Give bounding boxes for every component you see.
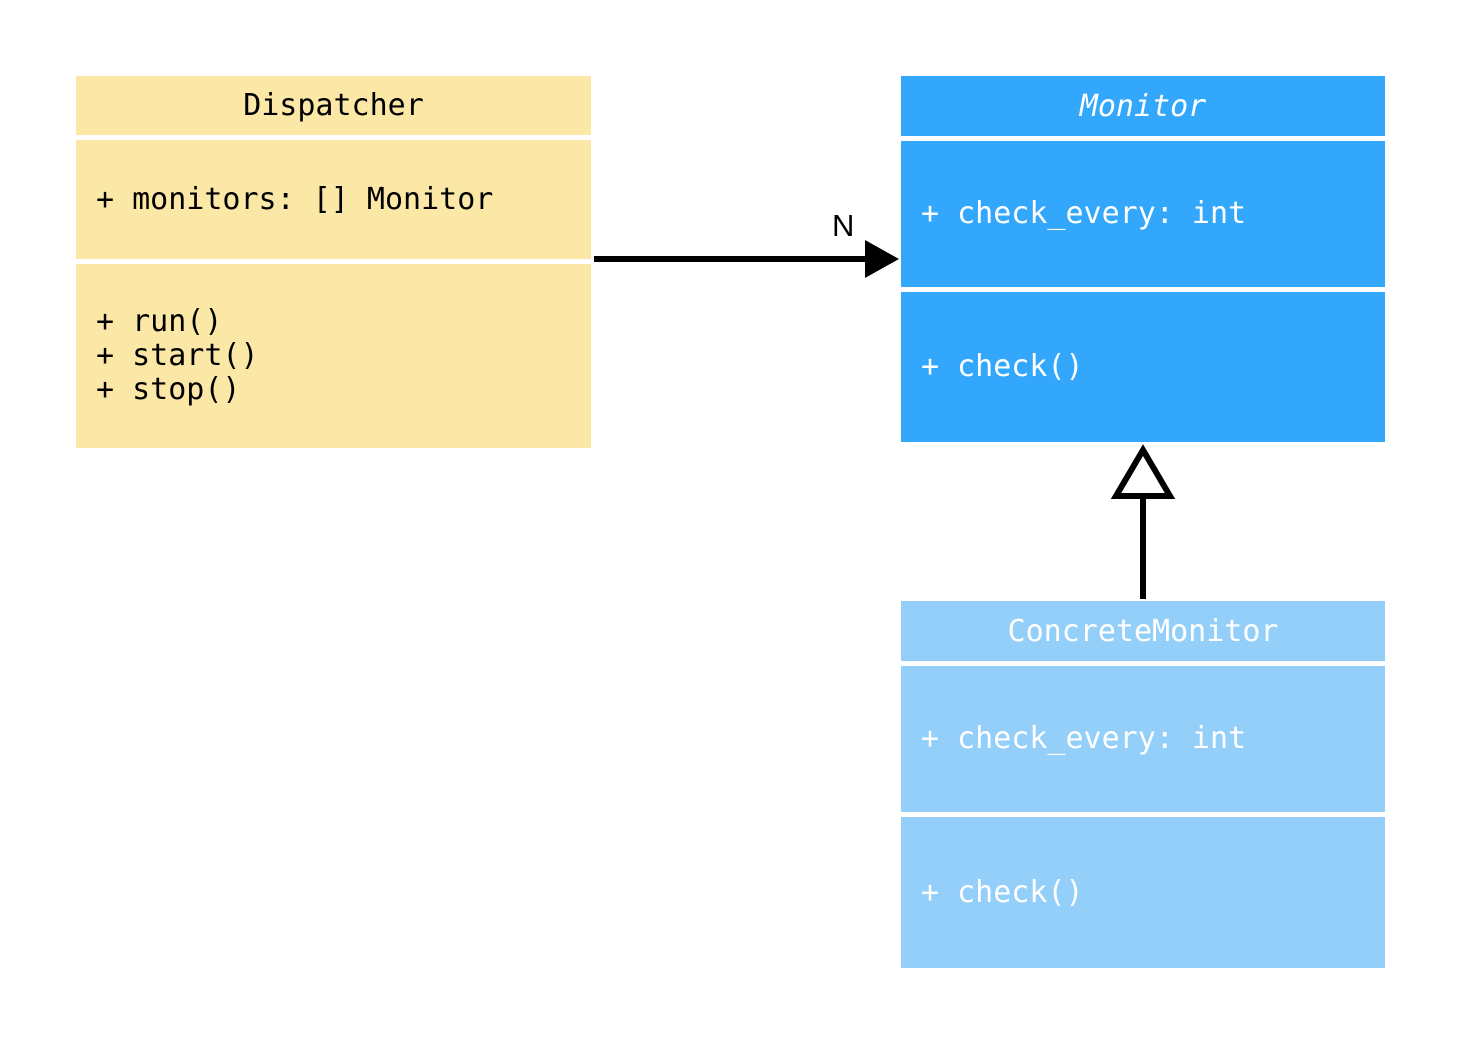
- class-methods-concrete-monitor: + check(): [901, 812, 1385, 968]
- method-row: + start(): [96, 338, 259, 373]
- method-row: + check(): [921, 349, 1084, 384]
- attribute-row: + monitors: [] Monitor: [96, 181, 494, 217]
- class-methods-dispatcher: + run() + start() + stop(): [76, 259, 591, 448]
- class-title-dispatcher: Dispatcher: [243, 88, 424, 123]
- method-row: + run(): [96, 304, 223, 339]
- class-box-dispatcher[interactable]: Dispatcher + monitors: [] Monitor + run(…: [76, 76, 591, 448]
- class-box-concrete-monitor[interactable]: ConcreteMonitor + check_every: int + che…: [901, 601, 1385, 968]
- method-row: + stop(): [96, 372, 241, 407]
- association-dispatcher-monitor: [594, 240, 899, 278]
- class-attributes-concrete-monitor: + check_every: int: [901, 661, 1385, 812]
- solid-triangle-arrowhead-icon: [865, 240, 899, 278]
- class-box-monitor[interactable]: Monitor + check_every: int + check(): [901, 76, 1385, 442]
- generalization-concrete-monitor: [1110, 444, 1176, 599]
- class-methods-monitor: + check(): [901, 287, 1385, 442]
- attribute-row: + check_every: int: [921, 196, 1247, 231]
- method-row: + check(): [921, 874, 1084, 910]
- association-label-multiplicity: N: [832, 208, 855, 243]
- attribute-row: + check_every: int: [921, 721, 1247, 756]
- class-title-monitor: Monitor: [1079, 88, 1207, 124]
- class-attributes-monitor: + check_every: int: [901, 136, 1385, 287]
- class-title-concrete-monitor: ConcreteMonitor: [1007, 613, 1279, 649]
- class-attributes-dispatcher: + monitors: [] Monitor: [76, 135, 591, 259]
- hollow-triangle-arrowhead-icon: [1110, 444, 1176, 499]
